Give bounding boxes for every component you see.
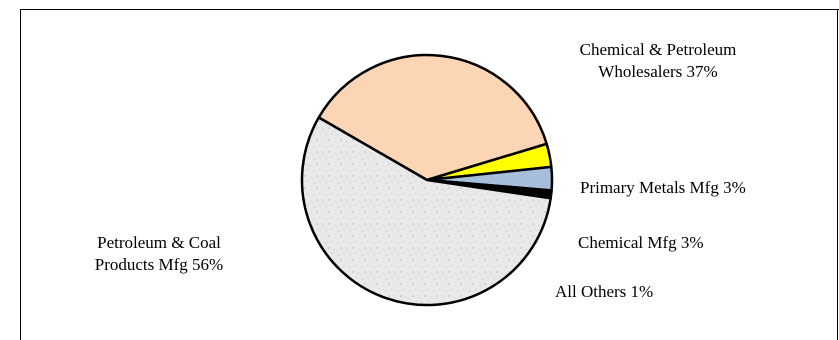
- slice-label-chemical-mfg: Chemical Mfg 3%: [578, 233, 704, 252]
- slice-label-line: Chemical & Petroleum: [580, 40, 737, 59]
- pie-slice-petroleum-coal-products-mfg: [300, 116, 552, 307]
- slice-label-line: Chemical Mfg 3%: [578, 233, 704, 252]
- slice-label-line: Products Mfg 56%: [95, 255, 223, 274]
- slice-label-line: Wholesalers 37%: [598, 62, 717, 81]
- slice-label-primary-metals-mfg: Primary Metals Mfg 3%: [580, 178, 746, 197]
- pie-slice-chemical-petroleum-wholesalers: [317, 53, 548, 182]
- slice-label-all-others: All Others 1%: [555, 282, 653, 301]
- slice-label-line: Primary Metals Mfg 3%: [580, 178, 746, 197]
- pie-slices: [300, 53, 554, 307]
- slice-label-line: All Others 1%: [555, 282, 653, 301]
- slice-label-line: Petroleum & Coal: [97, 233, 221, 252]
